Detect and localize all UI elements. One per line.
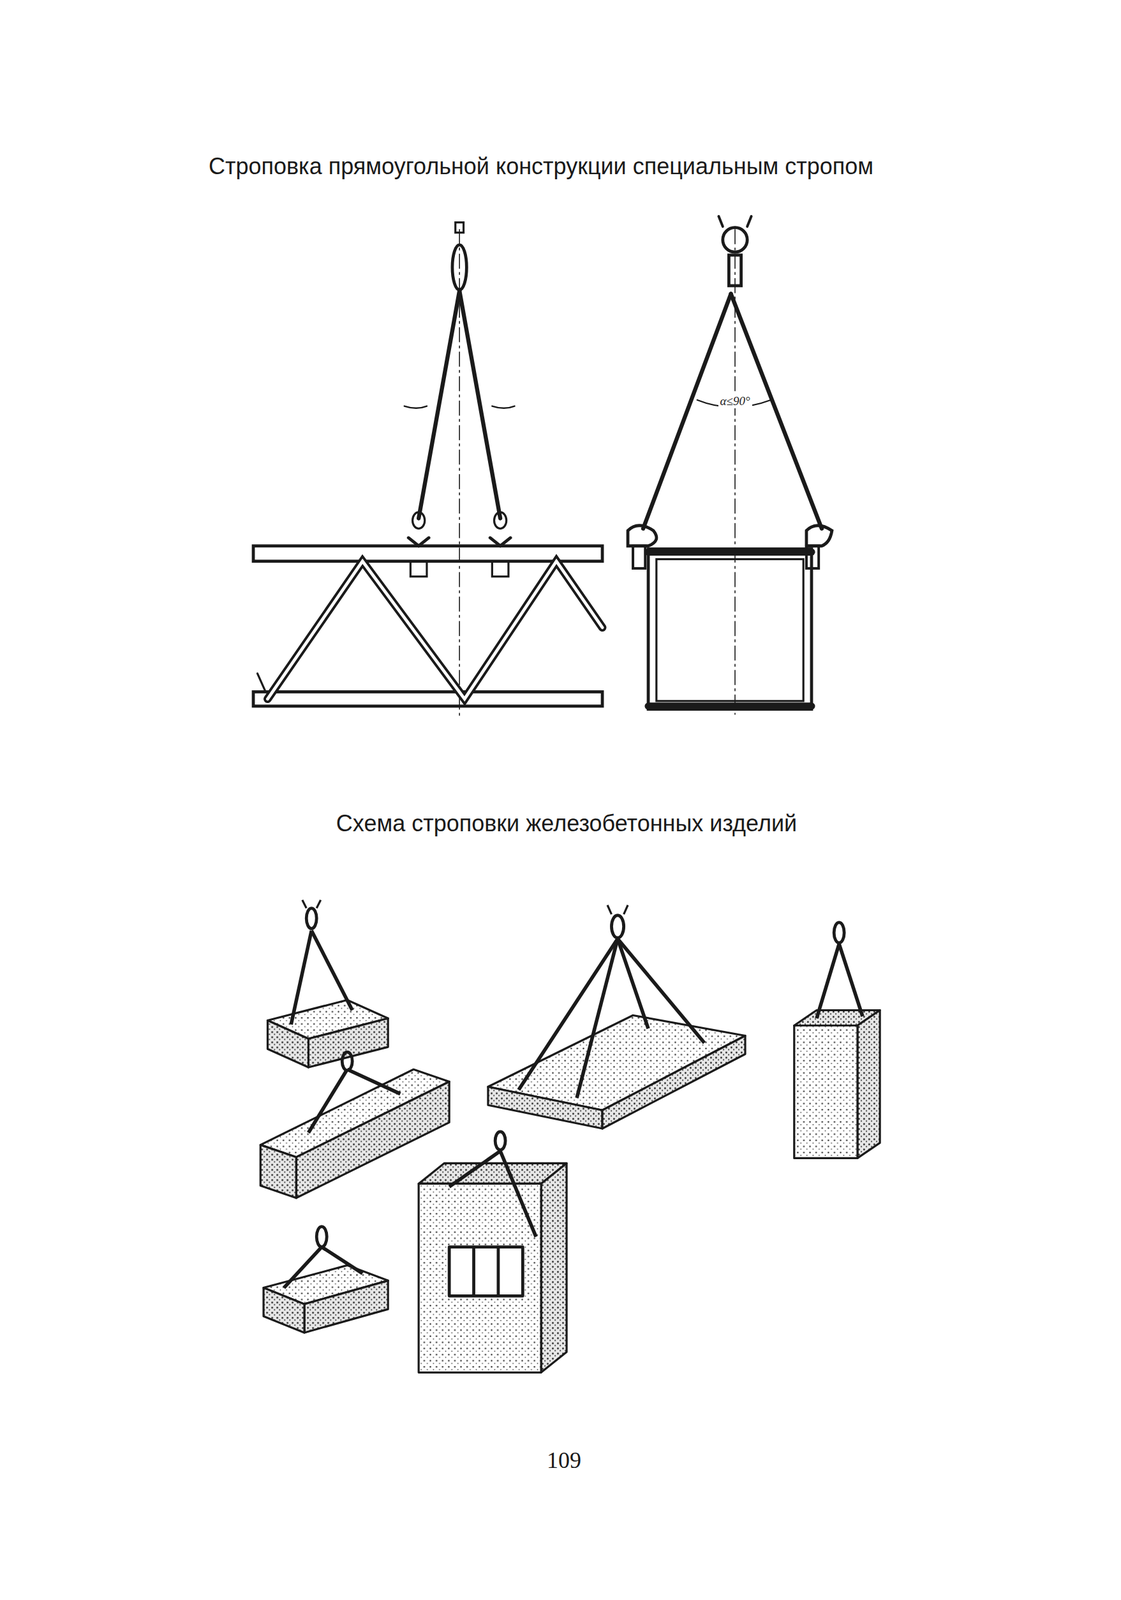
page-heading: Строповка прямоугольной конструкции спец…: [208, 153, 874, 180]
angle-label: α≤90°: [718, 394, 753, 409]
truss-sling: [253, 222, 603, 720]
page-number: 109: [546, 1447, 582, 1474]
concrete-block: [794, 922, 880, 1159]
concrete-block: [267, 900, 388, 1068]
floor-slab: [488, 905, 746, 1129]
frame-sling: [627, 216, 832, 715]
concrete-beam: [260, 1052, 450, 1199]
wall-panel: [418, 1131, 567, 1373]
section-heading: Схема строповки железобетонных изделий: [336, 810, 797, 838]
concrete-block: [263, 1226, 388, 1333]
